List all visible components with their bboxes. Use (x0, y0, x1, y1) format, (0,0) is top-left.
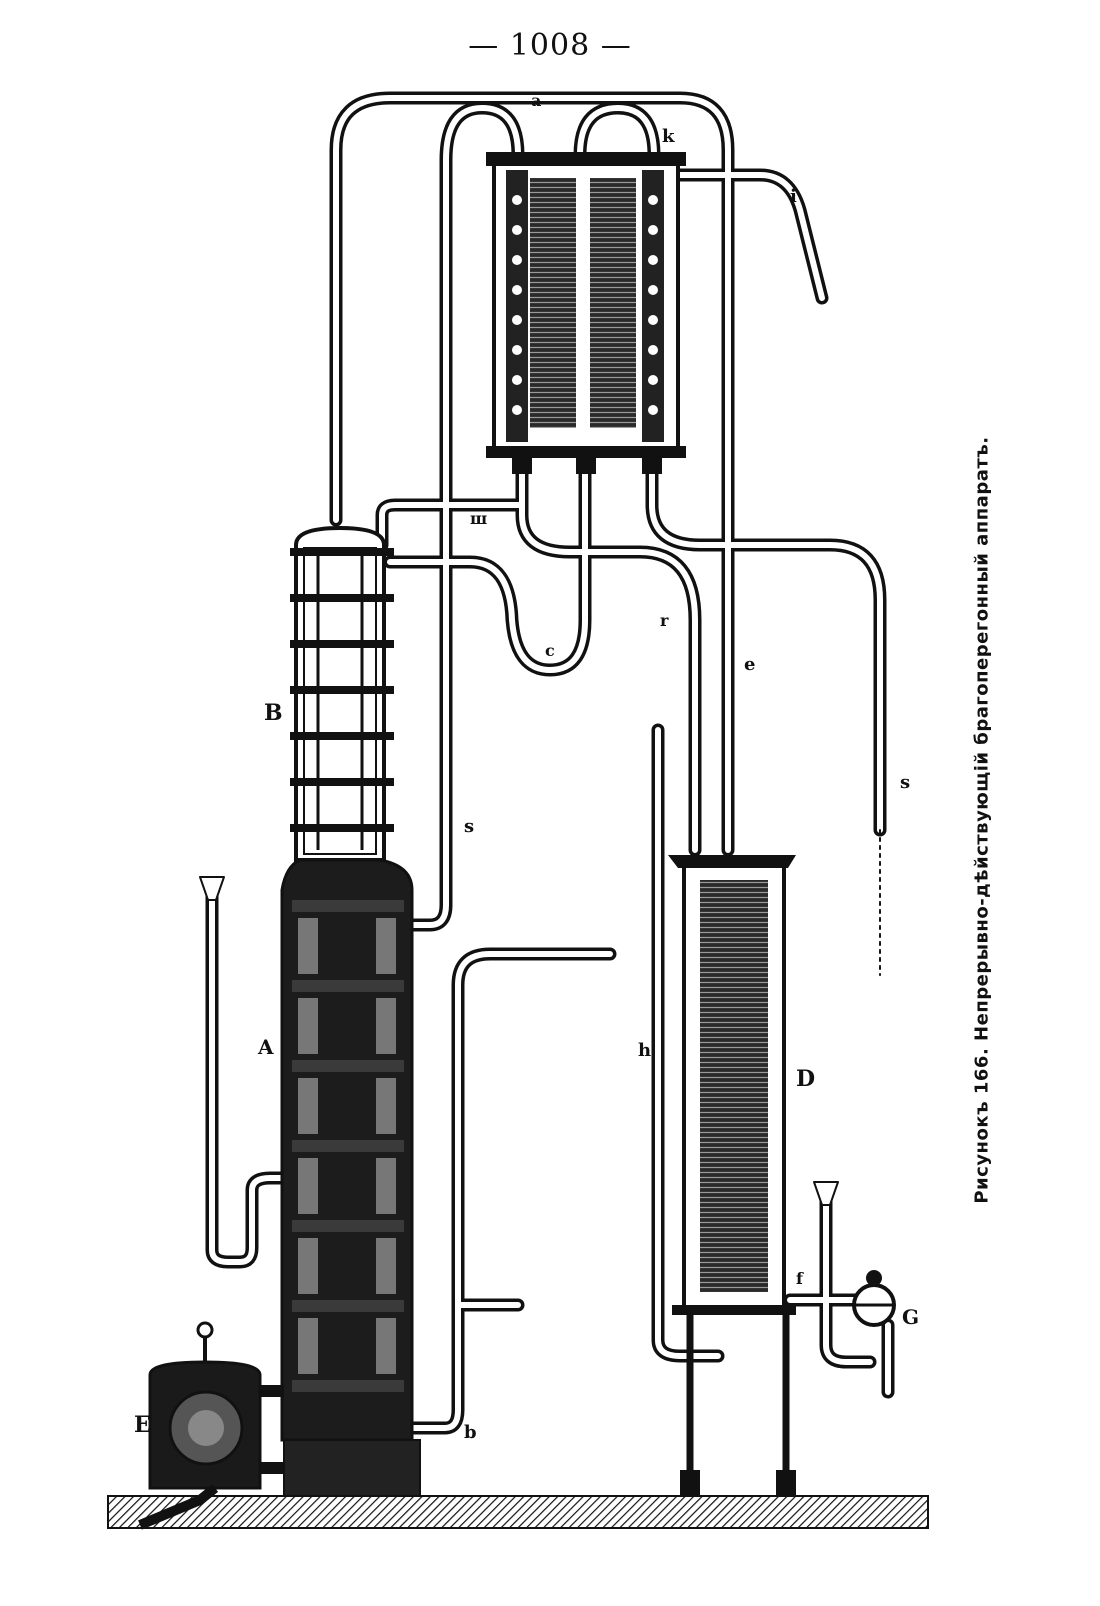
column-b (290, 525, 394, 862)
label-s-left: s (464, 816, 474, 837)
label-k: k (662, 126, 675, 147)
label-a-column: A (257, 1035, 274, 1059)
label-e-boiler: E (134, 1412, 151, 1438)
label-m: ш (470, 509, 487, 528)
label-b: b (464, 1422, 477, 1443)
figure-caption-text: Рисунокъ 166. Непрерывно-дѣйствующій бра… (971, 436, 993, 1204)
label-b-column: B (264, 700, 283, 726)
floor (107, 1495, 929, 1529)
label-r: r (660, 611, 669, 630)
label-s-right: s (900, 772, 910, 793)
label-c-loop: c (545, 641, 555, 660)
page-number: — 1008 — (468, 28, 632, 63)
letter-labels: a k i ш c r e B s s A h D f G E b (134, 91, 919, 1443)
condenser-k (486, 152, 686, 474)
label-a: a (531, 91, 541, 110)
regulator-g (852, 1270, 896, 1327)
label-i: i (790, 186, 797, 207)
label-e: e (744, 654, 755, 675)
boiler-e (138, 1321, 284, 1530)
column-d (668, 855, 796, 1496)
label-g: G (902, 1305, 919, 1329)
label-f: f (796, 1269, 804, 1288)
label-d-column: D (796, 1066, 815, 1092)
label-h: h (638, 1040, 651, 1061)
column-a (280, 858, 421, 1497)
pipes (199, 91, 895, 1435)
